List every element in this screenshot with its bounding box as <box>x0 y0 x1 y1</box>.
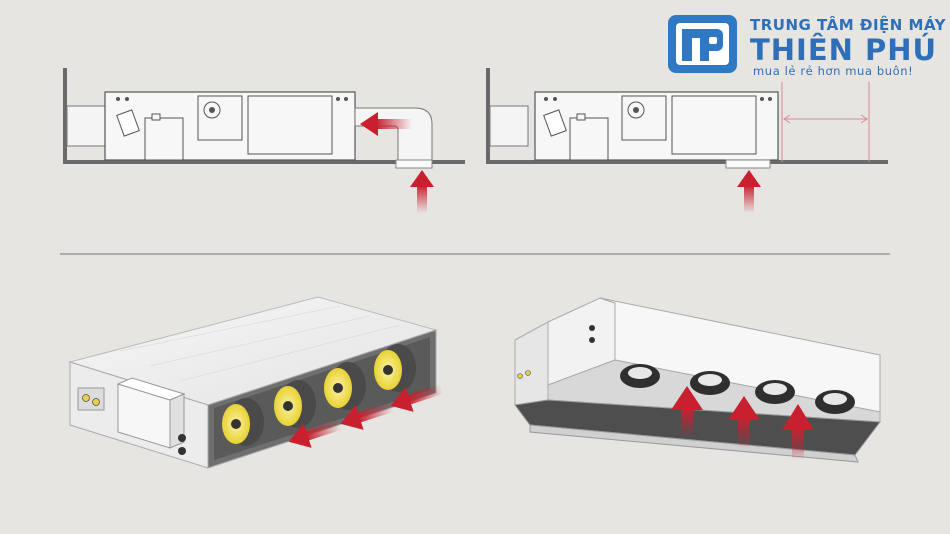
unit-bottom-opening <box>514 399 881 456</box>
brand-tagline: mua lẻ rẻ hơn mua buôn! <box>753 64 914 78</box>
blower-fans-bottom <box>620 364 855 414</box>
wall-line <box>486 68 490 164</box>
unit-end-face <box>514 321 549 406</box>
service-clearance-dimension <box>781 82 870 162</box>
side-view-bottom-intake <box>486 68 888 213</box>
supply-duct <box>489 105 529 147</box>
iso-view-bottom-intake <box>514 297 881 463</box>
airflow-arrow-up <box>410 170 434 213</box>
side-view-rear-intake <box>63 68 465 213</box>
fan-motor <box>621 95 667 141</box>
blower-fans <box>222 344 416 446</box>
ceiling-line <box>63 160 465 164</box>
ceiling-line <box>486 160 888 164</box>
airflow-arrows-into-unit <box>288 384 444 448</box>
brand-name-line2: THIÊN PHÚ <box>750 33 938 67</box>
iso-view-rear-intake <box>68 296 444 469</box>
airflow-arrows-up-into-unit <box>671 386 814 460</box>
airflow-arrow-up <box>737 170 761 213</box>
drain-pan <box>144 117 184 161</box>
pipe-connection-panel <box>77 387 105 411</box>
brand-logo-icon <box>668 15 737 73</box>
airflow-arrow-left <box>360 112 412 136</box>
drain-pan <box>569 117 609 161</box>
wall-line <box>63 68 67 164</box>
return-duct-elbow <box>354 107 433 161</box>
fan-motor <box>197 95 243 141</box>
control-box-icon <box>116 109 140 137</box>
return-grille <box>395 159 433 169</box>
heat-exchanger <box>671 95 757 155</box>
supply-duct <box>66 105 106 147</box>
brand-name-line1: TRUNG TÂM ĐIỆN MÁY ® <box>750 16 950 34</box>
control-box-icon <box>543 109 567 137</box>
heat-exchanger <box>247 95 333 155</box>
return-grille <box>725 159 771 169</box>
